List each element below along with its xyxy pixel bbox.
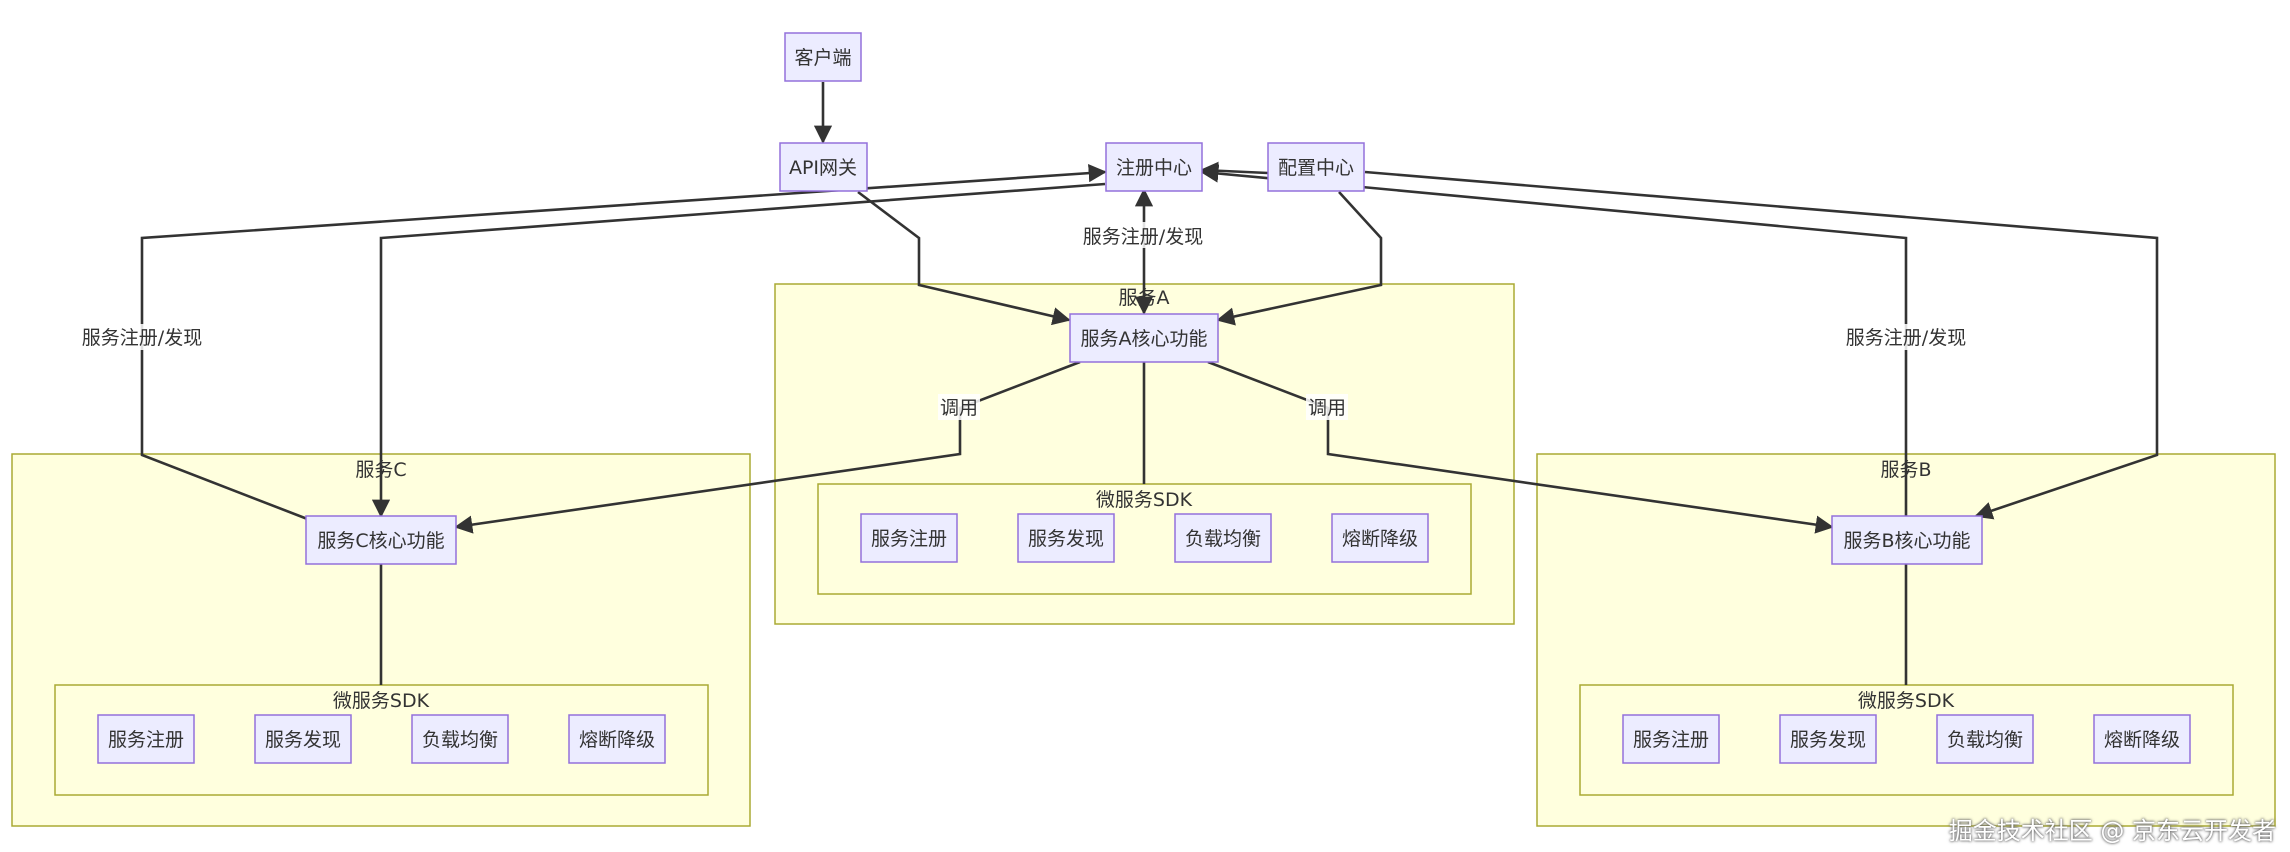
edge-service-a-to-service-b [1207,360,1834,534]
edge-config-to-service-b [1364,170,2159,520]
svg-text:熔断降级: 熔断降级 [579,729,655,751]
svg-text:服务注册/发现: 服务注册/发现 [82,327,202,349]
sdk-b-load-balance: 负载均衡 [1936,714,2034,764]
svg-text:注册中心: 注册中心 [1116,157,1192,179]
svg-text:服务注册/发现: 服务注册/发现 [1846,327,1966,349]
node-api-gateway: API网关 [779,142,868,192]
node-service-c-core: 服务C核心功能 [305,515,457,565]
svg-text:熔断降级: 熔断降级 [2104,729,2180,751]
sdk-cluster-a-title: 微服务SDK [1096,489,1193,511]
node-service-b-core: 服务B核心功能 [1831,515,1983,565]
svg-text:负载均衡: 负载均衡 [1947,729,2023,751]
sdk-c-discovery: 服务发现 [254,714,352,764]
sdk-a-load-balance: 负载均衡 [1174,513,1272,563]
sdk-a-circuit-breaker: 熔断降级 [1331,513,1429,563]
edge-label-b-registry: 服务注册/发现 [1842,324,1969,350]
node-service-a-core: 服务A核心功能 [1069,313,1219,363]
svg-text:负载均衡: 负载均衡 [1185,528,1261,550]
edge-config-to-service-a [1216,191,1383,326]
svg-text:熔断降级: 熔断降级 [1342,528,1418,550]
svg-text:客户端: 客户端 [794,47,851,69]
edge-label-c-registry: 服务注册/发现 [78,324,205,350]
edge-service-b-to-registry [1200,164,1908,516]
sdk-b-discovery: 服务发现 [1779,714,1877,764]
svg-text:服务注册: 服务注册 [1633,729,1709,751]
edge-registry-to-service-c [371,182,1106,518]
sdk-cluster-b: 微服务SDK 服务注册 服务发现 负载均衡 熔断降级 [1579,684,2234,796]
svg-text:服务A核心功能: 服务A核心功能 [1081,328,1208,350]
svg-text:调用: 调用 [1308,397,1346,419]
edge-label-a-registry: 服务注册/发现 [1080,222,1207,248]
sdk-cluster-c-title: 微服务SDK [333,690,430,712]
svg-text:API网关: API网关 [789,157,857,179]
svg-text:服务发现: 服务发现 [1028,528,1104,550]
sdk-cluster-a: 微服务SDK 服务注册 服务发现 负载均衡 熔断降级 [817,483,1472,595]
svg-text:配置中心: 配置中心 [1278,157,1354,179]
edge-gateway-to-service-a [857,190,1071,326]
svg-text:服务注册: 服务注册 [871,528,947,550]
sdk-cluster-b-title: 微服务SDK [1858,690,1955,712]
sdk-cluster-c: 微服务SDK 服务注册 服务发现 负载均衡 熔断降级 [54,684,709,796]
sdk-c-register: 服务注册 [97,714,195,764]
sdk-c-load-balance: 负载均衡 [411,714,509,764]
sdk-a-discovery: 服务发现 [1017,513,1115,563]
node-client: 客户端 [784,32,862,82]
node-registry: 注册中心 [1105,142,1203,192]
sdk-c-circuit-breaker: 熔断降级 [568,714,666,764]
node-config-center: 配置中心 [1267,142,1365,192]
svg-text:负载均衡: 负载均衡 [422,729,498,751]
sdk-b-register: 服务注册 [1622,714,1720,764]
svg-text:服务发现: 服务发现 [1790,729,1866,751]
edge-service-a-to-service-c [454,360,1081,534]
svg-text:服务发现: 服务发现 [265,729,341,751]
svg-text:服务C核心功能: 服务C核心功能 [317,530,444,552]
svg-text:服务注册/发现: 服务注册/发现 [1083,226,1203,248]
sdk-a-register: 服务注册 [860,513,958,563]
svg-text:服务注册: 服务注册 [108,729,184,751]
svg-text:服务B核心功能: 服务B核心功能 [1843,530,1970,552]
edge-label-a-to-c: 调用 [938,394,980,420]
edge-label-a-to-b: 调用 [1306,394,1348,420]
svg-text:调用: 调用 [940,397,978,419]
sdk-b-circuit-breaker: 熔断降级 [2093,714,2191,764]
watermark: 掘金技术社区 @ 京东云开发者 [1948,817,2276,845]
